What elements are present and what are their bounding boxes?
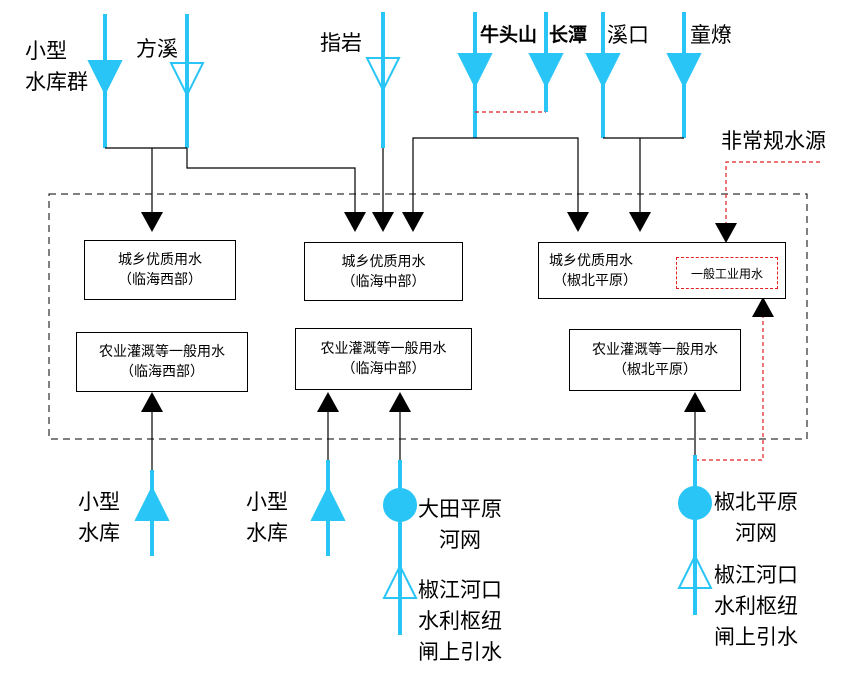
jiaobei-industry-line xyxy=(695,317,764,461)
small-reservoirs-symbol xyxy=(87,60,123,96)
datian-label: 大田平原 河网 xyxy=(418,497,502,552)
unconventional-label: 非常规水源 xyxy=(721,129,826,153)
jiaojiang-1-label: 椒江河口 水利枢纽 闸上引水 xyxy=(418,578,502,664)
urban-central-box: 城乡优质用水（临海中部） xyxy=(304,242,463,301)
service-area-boundary xyxy=(48,193,808,440)
niutoushan-label: 牛头山 xyxy=(480,24,538,46)
xikou-label: 溪口 xyxy=(607,23,649,47)
urban-west-box: 城乡优质用水（临海西部） xyxy=(84,240,236,300)
agri-west-box: 农业灌溉等一般用水（临海西部） xyxy=(76,332,248,392)
small-reservoir-2-label: 小型 水库 xyxy=(246,490,288,545)
fangxi-central-line xyxy=(186,148,356,212)
small-reservoir-1-symbol xyxy=(134,485,170,521)
unconventional-line xyxy=(725,161,820,223)
small-reservoirs-label: 小型 水库群 xyxy=(25,39,88,94)
fangxi-label: 方溪 xyxy=(136,37,178,61)
zhiyan-symbol xyxy=(365,57,401,93)
jiaojiang-2-label: 椒江河口 水利枢纽 闸上引水 xyxy=(714,563,798,649)
niutoushan-symbol xyxy=(457,53,493,89)
changtan-label: 长潭 xyxy=(549,24,588,46)
tongliao-label: 童燎 xyxy=(690,23,732,47)
agri-north-box: 农业灌溉等一般用水（椒北平原） xyxy=(569,329,741,391)
jiaobei-label: 椒北平原 河网 xyxy=(714,490,798,545)
tongliao-symbol xyxy=(666,53,702,89)
small-reservoir-2-symbol xyxy=(310,485,346,521)
xikou-symbol xyxy=(585,53,621,89)
industry-box: 一般工业用水 xyxy=(676,257,778,289)
agri-central-box: 农业灌溉等一般用水（临海中部） xyxy=(295,328,472,390)
jiaojiang-1-symbol xyxy=(382,563,418,599)
jiaojiang-2-symbol xyxy=(677,553,713,589)
datian-symbol xyxy=(383,488,417,522)
jiaobei-symbol xyxy=(678,486,712,520)
zhiyan-label: 指岩 xyxy=(320,31,362,55)
niutoushan-line xyxy=(412,137,475,212)
changtan-symbol xyxy=(528,53,564,89)
small-reservoir-1-label: 小型 水库 xyxy=(78,490,120,545)
fangxi-symbol xyxy=(169,62,205,98)
